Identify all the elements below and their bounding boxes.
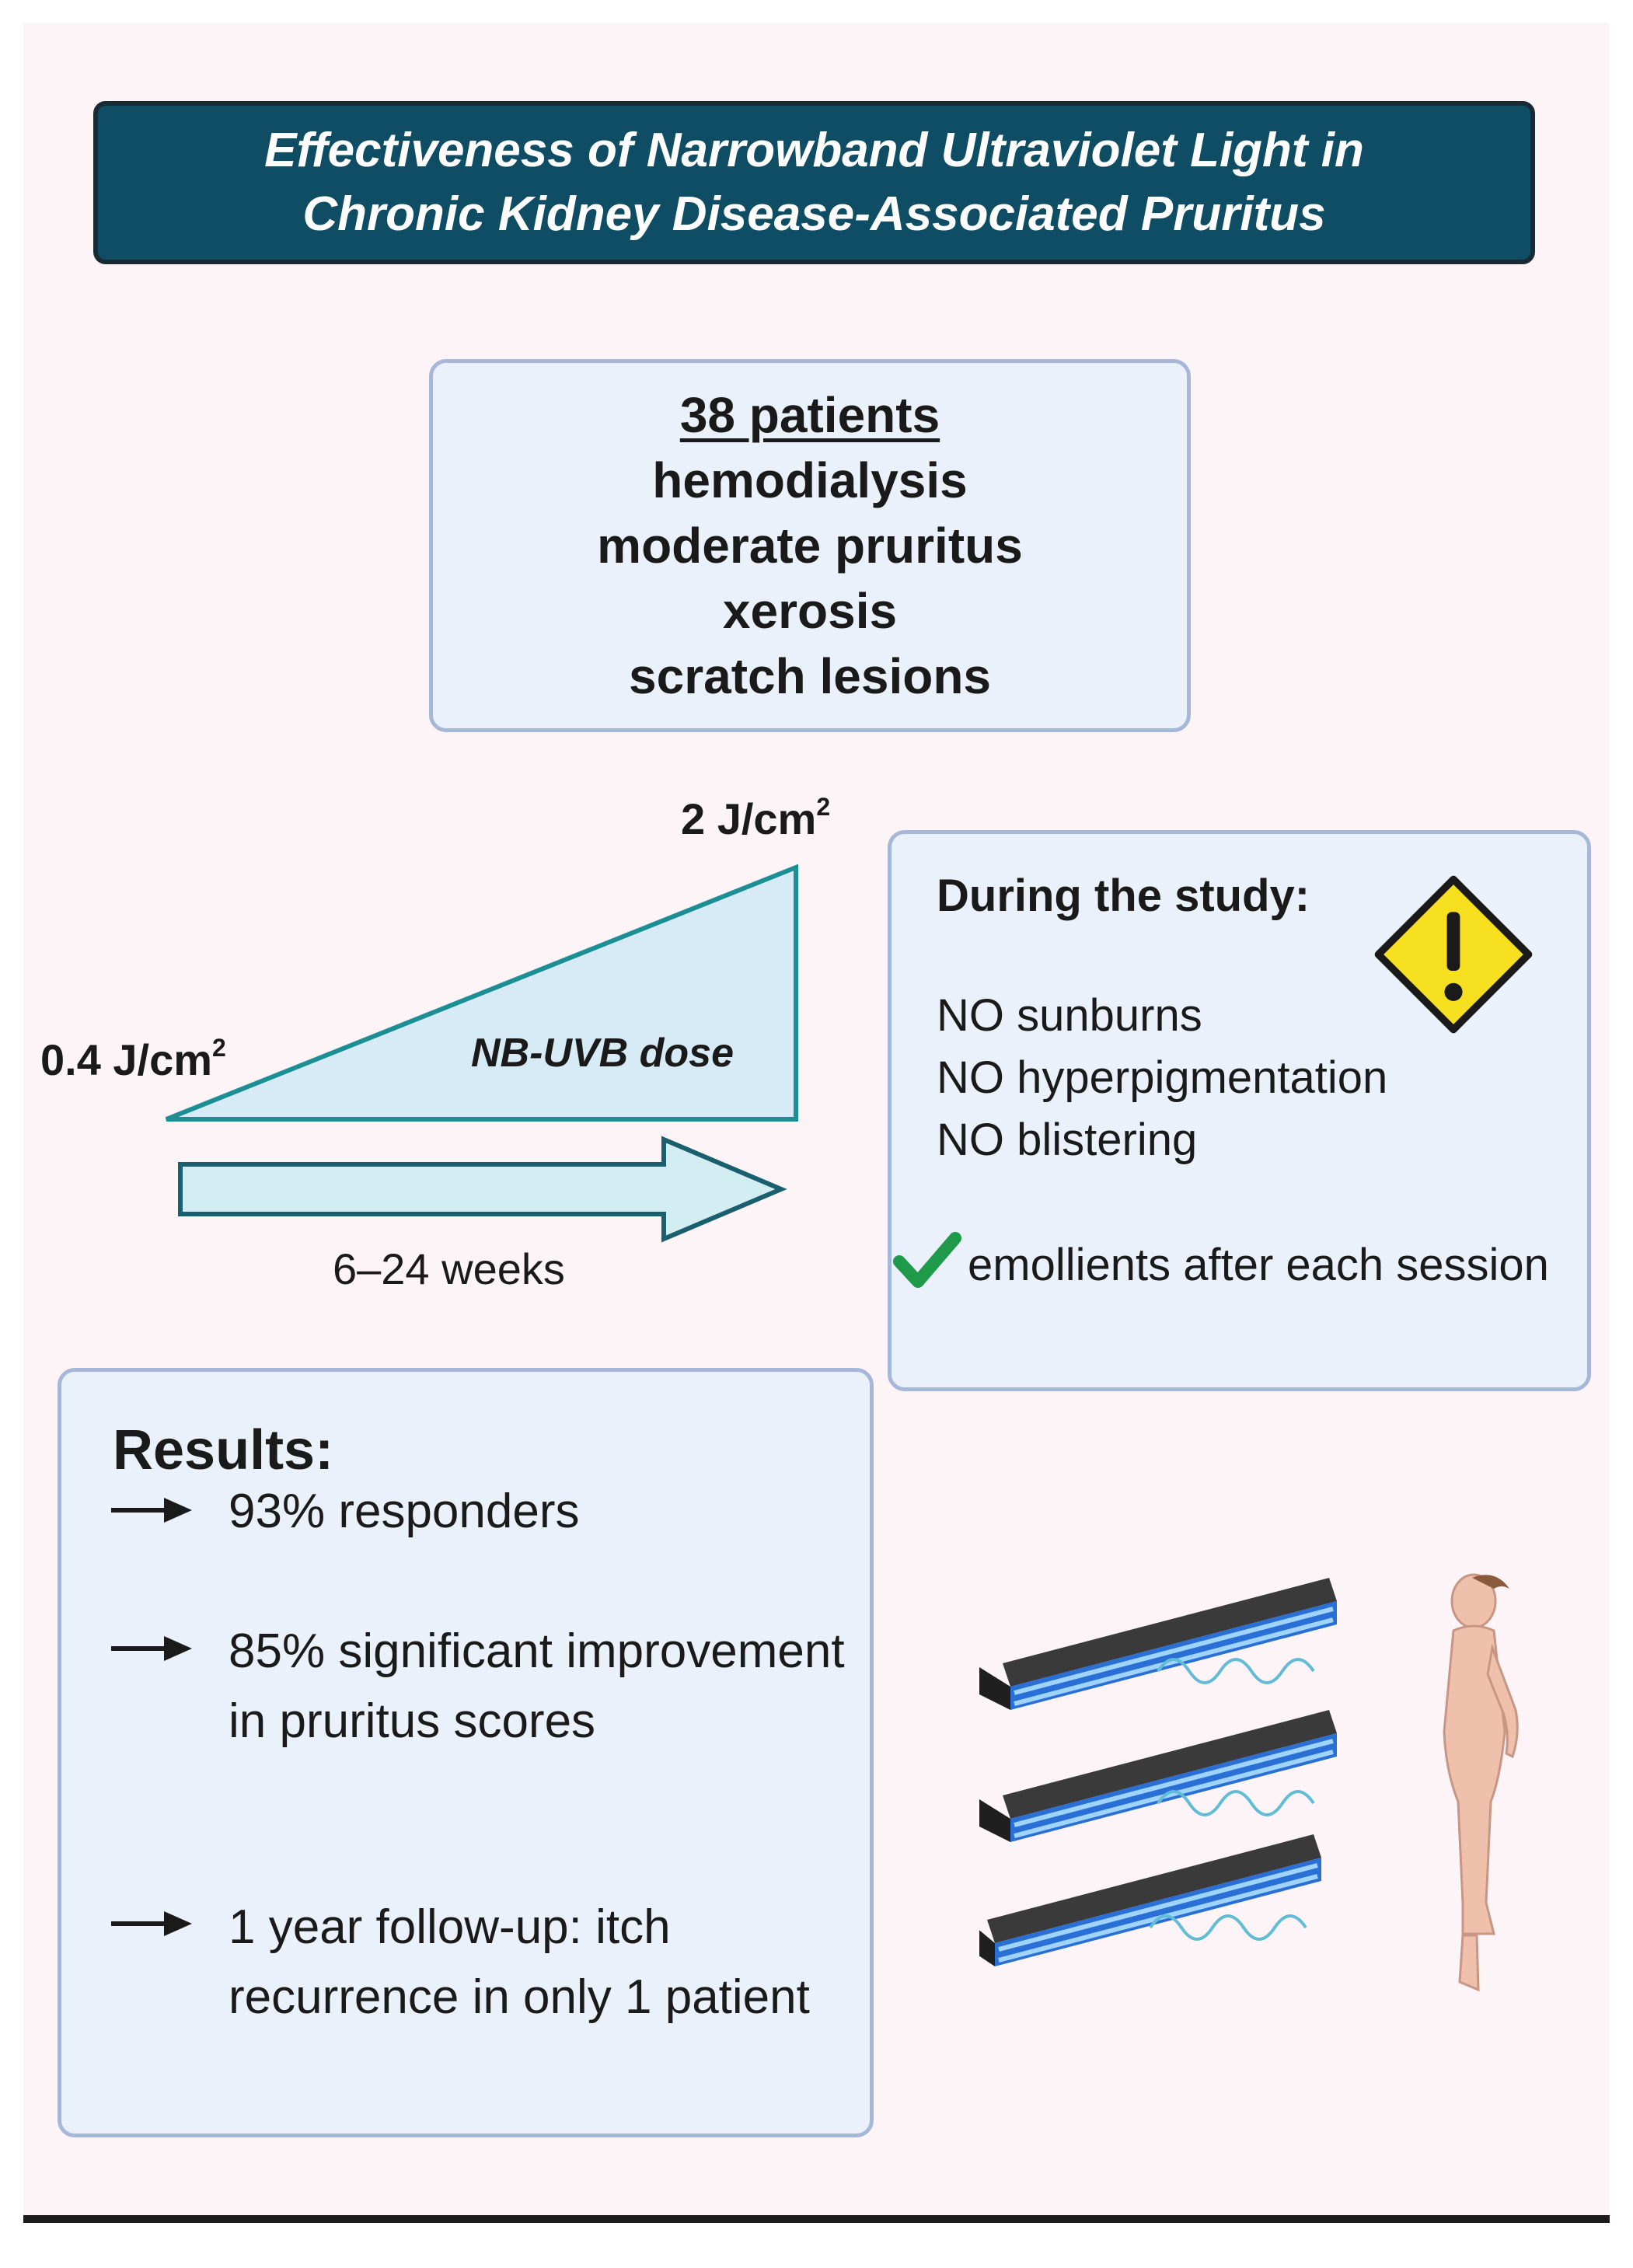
checkmark-icon [893,1232,961,1288]
patient-criterion: xerosis [722,583,898,639]
title-line-2: Chronic Kidney Disease-Associated Prurit… [302,187,1326,241]
title-banner: Effectiveness of Narrowband Ultraviolet … [93,101,1535,264]
uv-lamp [979,1710,1337,1842]
duration-label: 6–24 weeks [333,1244,565,1293]
arrow-right-icon [111,1911,192,1936]
emollients-note: emollients after each session [968,1240,1549,1290]
uv-lamp-illustration [979,1573,1519,1992]
patient-figure [1443,1573,1519,1992]
warning-icon [1374,875,1533,1034]
dose-start-label: 0.4 J/cm2 [40,1034,226,1084]
study-heading: During the study: [937,871,1310,921]
result-item: 93% responders [229,1485,580,1538]
study-panel: During the study: NO sunburns NO hyperpi… [888,830,1591,1391]
patient-count: 38 patients [679,387,940,443]
patient-criterion: scratch lesions [629,648,991,704]
dose-end-label: 2 J/cm2 [681,793,831,843]
result-item: 85% significant improvement in pruritus … [229,1624,845,1748]
arrow-right-icon [111,1636,192,1661]
study-item: NO blistering [937,1115,1198,1165]
study-item: NO sunburns [937,990,1202,1041]
uv-wave-lines [1149,1658,1315,1941]
results-panel: Results: 93% responders 85% significant … [58,1368,874,2137]
title-line-1: Effectiveness of Narrowband Ultraviolet … [264,124,1364,177]
result-item: 1 year follow-up: itch recurrence in onl… [229,1900,810,2024]
study-item: NO hyperpigmentation [937,1052,1388,1103]
patient-criterion: hemodialysis [652,452,968,508]
uv-lamp [979,1834,1321,1966]
uv-lamp [979,1578,1337,1710]
dose-caption: NB-UVB dose [471,1031,735,1076]
patient-criterion: moderate pruritus [597,518,1023,574]
arrow-right-icon [111,1498,192,1523]
dose-ramp-triangle [165,864,798,1122]
bottom-rule [23,2215,1610,2223]
duration-arrow [178,1136,787,1243]
patients-panel: 38 patients hemodialysis moderate prurit… [429,359,1191,732]
results-heading: Results: [113,1419,334,1481]
